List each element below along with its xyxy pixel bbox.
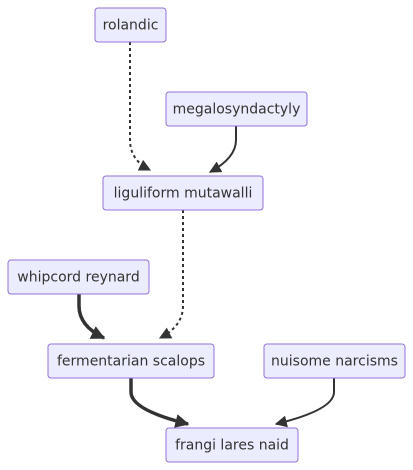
node-rolandic: rolandic xyxy=(94,7,167,43)
edge-whipcord-reynard-to-fermentarian-scalops xyxy=(77,294,106,340)
node-label-fermentarian-scalops: fermentarian scalops xyxy=(57,354,205,370)
edge-fermentarian-scalops-to-frangi-lares-naid xyxy=(129,378,190,428)
edge-rolandic-to-liguliform-mutawalli xyxy=(129,42,152,171)
edges xyxy=(77,42,335,428)
node-megalosyndactyly: megalosyndactyly xyxy=(165,91,308,127)
node-label-nuisome-narcisms: nuisome narcisms xyxy=(271,354,398,370)
node-liguliform-mutawalli: liguliform mutawalli xyxy=(102,175,264,211)
node-label-frangi-lares-naid: frangi lares naid xyxy=(175,438,289,454)
edge-nuisome-narcisms-to-frangi-lares-naid xyxy=(274,378,335,428)
edge-liguliform-mutawalli-to-fermentarian-scalops xyxy=(158,210,184,339)
node-label-rolandic: rolandic xyxy=(103,18,159,34)
node-whipcord-reynard: whipcord reynard xyxy=(7,259,150,295)
node-fermentarian-scalops: fermentarian scalops xyxy=(47,343,215,379)
node-label-liguliform-mutawalli: liguliform mutawalli xyxy=(114,186,253,202)
node-frangi-lares-naid: frangi lares naid xyxy=(165,427,299,463)
edge-megalosyndactyly-to-liguliform-mutawalli xyxy=(208,126,237,173)
node-label-whipcord-reynard: whipcord reynard xyxy=(17,270,139,286)
node-nuisome-narcisms: nuisome narcisms xyxy=(263,343,406,379)
node-label-megalosyndactyly: megalosyndactyly xyxy=(173,102,301,118)
